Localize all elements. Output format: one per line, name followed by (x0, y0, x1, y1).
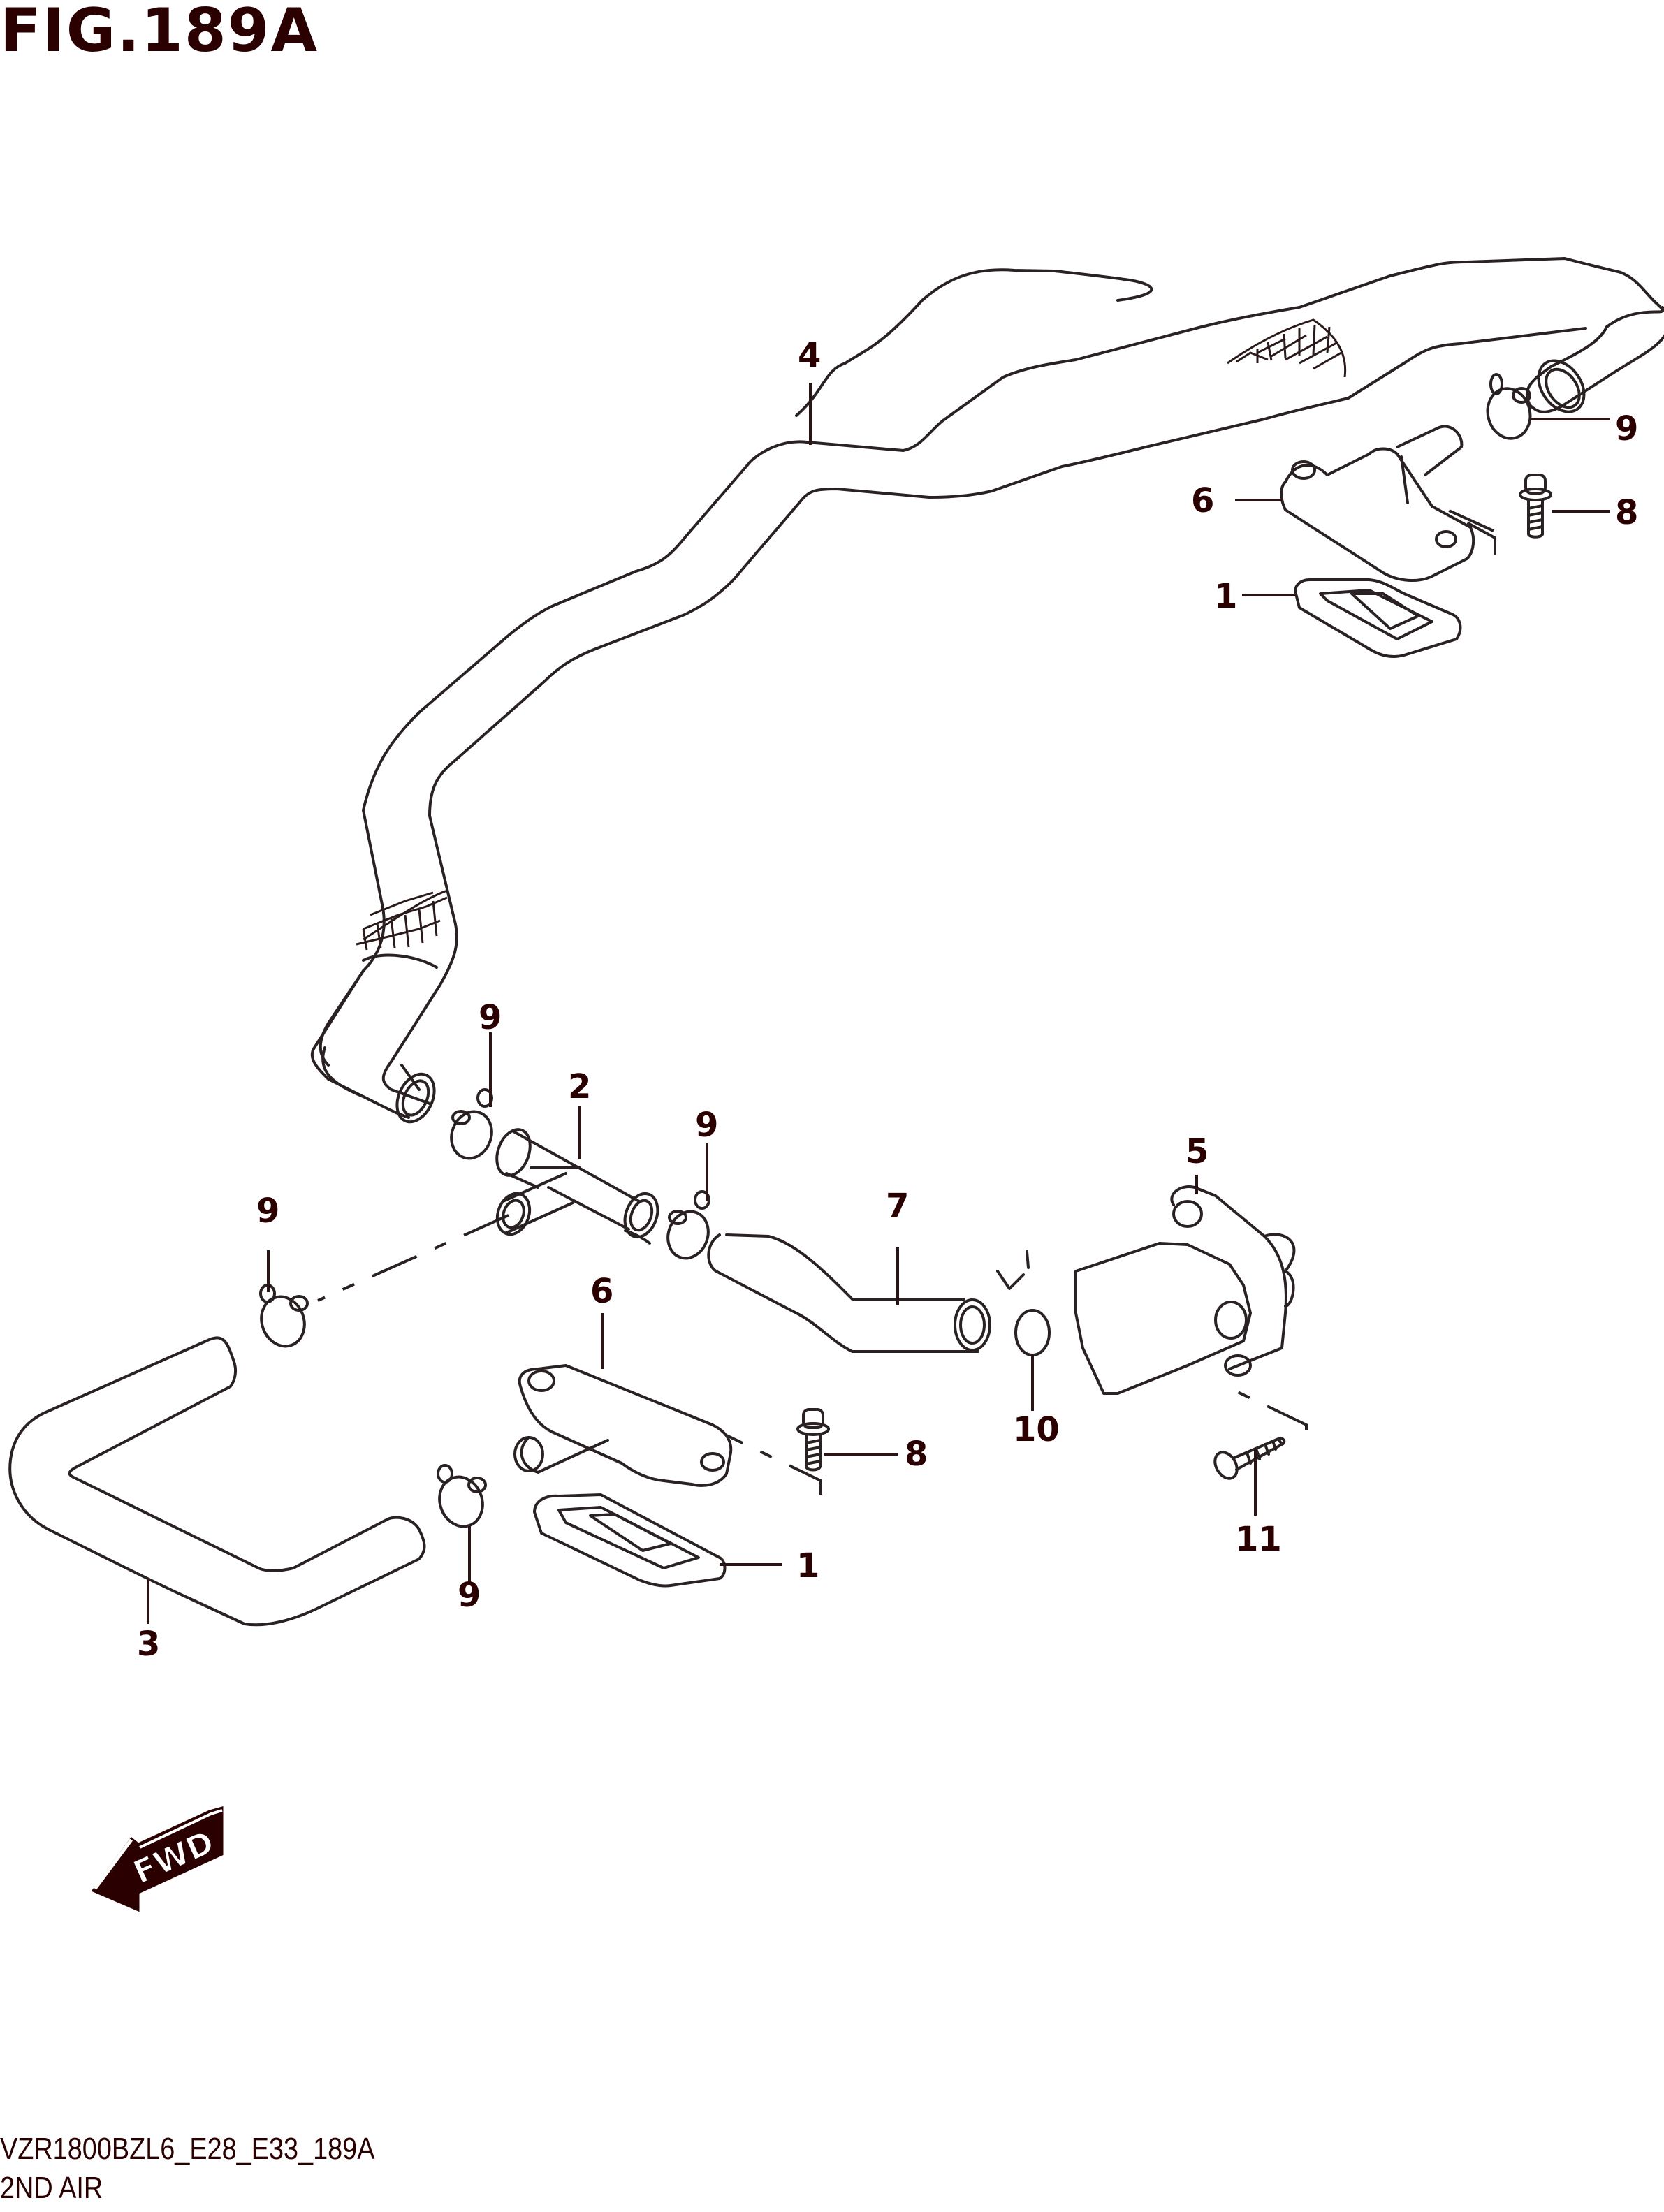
hose-clamps-9 (259, 373, 1532, 1528)
bolt-8-bottom (796, 1408, 830, 1472)
callout-3: 3 (137, 1625, 160, 1664)
hose-7 (707, 1233, 991, 1353)
callout-4: 4 (798, 336, 821, 375)
callout-9-top-right: 9 (1615, 409, 1638, 448)
bolt-8-top (1519, 474, 1552, 539)
callout-9-bottom: 9 (458, 1576, 481, 1615)
leader-lines (147, 383, 1610, 1624)
model-code: VZR1800BZL6_E28_E33_189A (0, 2132, 375, 2166)
tee-joint-2 (495, 1128, 659, 1245)
air-control-valve-5 (1074, 1185, 1296, 1395)
callout-9-tee-right: 9 (695, 1106, 718, 1145)
reed-valve-cover-6-bottom (513, 1364, 733, 1487)
callout-11: 11 (1235, 1520, 1282, 1559)
clamp-tee-right (666, 1190, 710, 1260)
callout-6-top: 6 (1191, 481, 1214, 520)
callout-5: 5 (1185, 1132, 1209, 1171)
callout-9-upper-left: 9 (479, 998, 502, 1037)
clamp-left (259, 1284, 309, 1348)
callout-8-bottom: 8 (905, 1435, 928, 1474)
hose-clamp-10 (996, 1250, 1051, 1356)
callout-6-bottom: 6 (590, 1272, 613, 1311)
gasket-1-bottom (533, 1493, 727, 1588)
clamp-bottom (437, 1464, 487, 1528)
callout-8-top: 8 (1615, 493, 1638, 532)
callout-1-bottom: 1 (796, 1546, 819, 1585)
screw-11 (1213, 1437, 1286, 1480)
forward-direction-arrow: FWD (91, 1806, 224, 1912)
callout-10: 10 (1013, 1410, 1060, 1449)
mesh-sleeve-left (356, 889, 448, 951)
callout-7: 7 (886, 1187, 909, 1226)
callout-2: 2 (568, 1067, 591, 1106)
callout-9-left: 9 (256, 1192, 279, 1231)
section-name: 2ND AIR (0, 2171, 103, 2205)
assembly-lines (317, 501, 1496, 1495)
clamp-top-right (1486, 373, 1532, 440)
hose-4 (310, 257, 1664, 1124)
mesh-sleeve-right (1227, 318, 1347, 378)
hose-3 (8, 1336, 426, 1627)
figure-title: FIG.189A (0, 0, 319, 66)
callout-1-top: 1 (1214, 577, 1237, 616)
reed-valve-cover-6-top (1280, 425, 1475, 582)
gasket-1-top (1294, 578, 1462, 658)
